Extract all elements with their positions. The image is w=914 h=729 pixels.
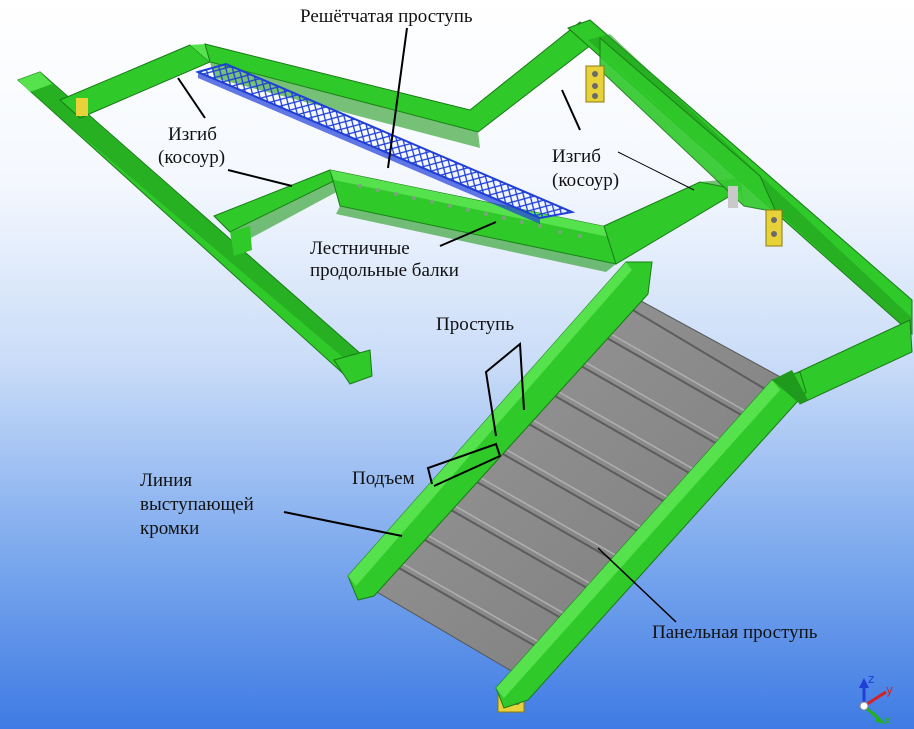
label-nosing-3: кромки: [140, 518, 200, 539]
label-riser: Подъем: [352, 468, 415, 489]
label-stringers-2: продольные балки: [310, 260, 459, 281]
lower-flight: [347, 261, 808, 709]
label-bend-left-1: Изгиб: [168, 124, 217, 145]
label-nosing-2: выступающей: [140, 494, 254, 515]
label-bend-right-2: (косоур): [552, 170, 620, 191]
label-grating-tread: Решётчатая проступь: [300, 6, 473, 27]
label-bend-right-1: Изгиб: [552, 146, 601, 167]
landing-frame: [17, 19, 913, 405]
stringer-holes: [358, 184, 582, 238]
label-stringers-1: Лестничные: [310, 238, 410, 259]
step-lines: [391, 305, 771, 651]
axis-label-z: z: [868, 672, 875, 686]
label-tread: Проступь: [436, 314, 515, 335]
label-panel-tread: Панельная проступь: [652, 622, 818, 643]
beam-bend-right: [603, 181, 742, 265]
label-nosing-1: Линия: [140, 470, 193, 491]
axis-label-y: y: [886, 683, 894, 697]
axis-label-x: x: [884, 713, 892, 727]
label-bend-left-2: (косоур): [158, 147, 226, 168]
leader-lines: [177, 27, 695, 623]
axis-triad: [859, 678, 887, 724]
